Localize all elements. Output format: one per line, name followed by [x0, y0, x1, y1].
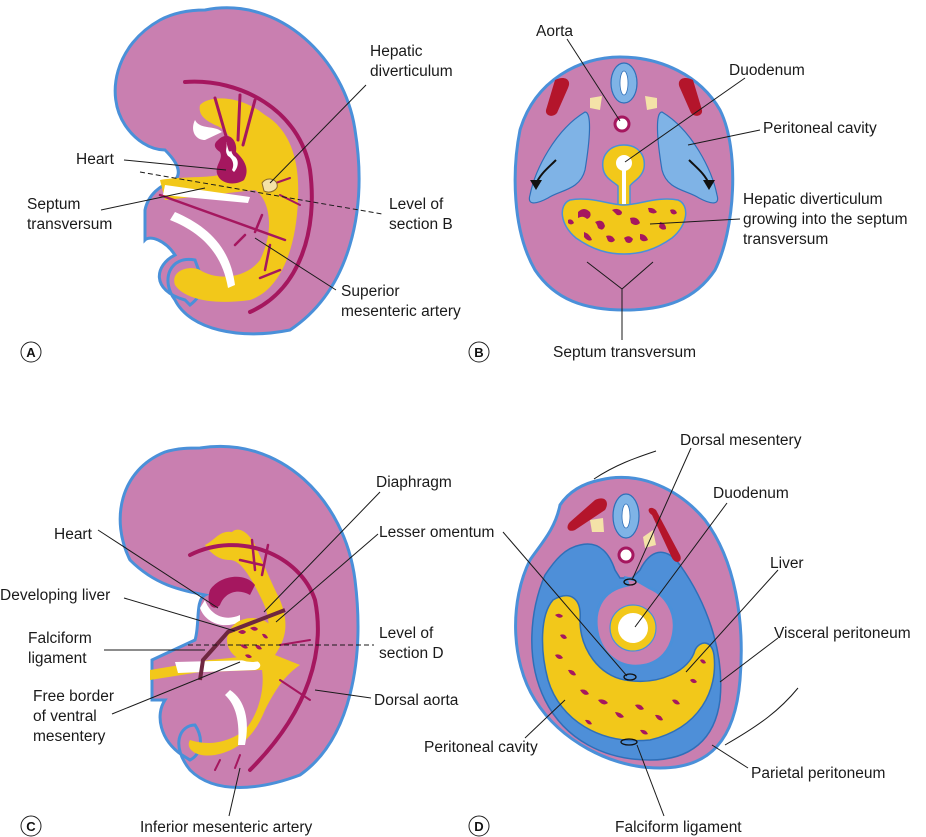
hepatic-diverticulum-shape: [261, 178, 278, 193]
leader-dorsal-aorta: [314, 689, 372, 699]
leader-inferior-mesenteric-artery: [228, 767, 241, 817]
label-heart-c: Heart: [54, 526, 93, 543]
leader-hepatic-diverticulum: [269, 84, 367, 184]
leader-developing-liver: [123, 597, 236, 632]
label-peritoneal-cavity-d: Peritoneal cavity: [424, 739, 538, 756]
label-inferior-mesenteric-artery: Inferior mesenteric artery: [140, 819, 313, 836]
peritoneal-cavity-b: [528, 111, 719, 204]
leader-duodenum-b: [624, 77, 746, 163]
label-visceral-peritoneum: Visceral peritoneum: [774, 625, 911, 642]
leader-heart-c: [97, 529, 219, 609]
svg-text:D: D: [474, 819, 483, 834]
label-liver-d: Liver: [770, 555, 804, 572]
panel-b: Aorta Duodenum Peritoneal cavity Hepatic…: [468, 23, 908, 363]
embryo-a-vessels: [158, 79, 314, 314]
label-duodenum-d: Duodenum: [713, 485, 789, 502]
leader-heart-a: [123, 159, 227, 171]
leader-duodenum-d: [634, 502, 728, 628]
leader-liver-d: [685, 569, 779, 673]
liver-d: [541, 595, 716, 742]
label-dorsal-aorta: Dorsal aorta: [374, 692, 459, 709]
svg-text:A: A: [26, 345, 36, 360]
duodenum-d: [609, 604, 657, 652]
panel-c: Diaphragm Heart Lesser omentum Developin…: [0, 444, 494, 837]
leader-falciform-ligament-d: [636, 744, 665, 817]
label-lesser-omentum: Lesser omentum: [379, 524, 494, 541]
neural-tube-b: [610, 62, 638, 104]
label-aorta: Aorta: [536, 23, 573, 40]
leader-aorta: [566, 38, 621, 122]
panel-letter-c: C: [20, 815, 42, 837]
embryo-c-gut: [150, 529, 300, 756]
leader-diaphragm: [263, 491, 381, 613]
somites-d: [567, 498, 681, 562]
leader-lesser-omentum-d: [502, 531, 628, 677]
svg-text:B: B: [474, 345, 483, 360]
embryo-a-gut: [160, 98, 299, 302]
leader-visceral-peritoneum: [719, 637, 779, 683]
leader-superior-mesenteric-artery: [254, 237, 337, 291]
somites-b: [545, 77, 703, 116]
label-septum-transversum-b: Septum transversum: [553, 344, 696, 361]
leader-peritoneal-cavity-d: [524, 699, 566, 739]
label-heart-a: Heart: [76, 151, 115, 168]
panel-letter-a: A: [20, 341, 42, 363]
panel-letter-b: B: [468, 341, 490, 363]
hepatic-cords-c: [238, 626, 268, 659]
leader-peritoneal-cavity-b: [687, 129, 761, 146]
label-peritoneal-cavity-b: Peritoneal cavity: [763, 120, 877, 137]
leader-free-border: [111, 661, 241, 715]
label-developing-liver: Developing liver: [0, 587, 110, 604]
aorta-b: [613, 115, 631, 133]
leader-lesser-omentum: [275, 533, 379, 623]
diaphragm-falciform-c: [198, 608, 286, 681]
leader-dorsal-mesentery-outer: [593, 450, 657, 480]
mesentery-rings-d: [620, 578, 638, 746]
svg-text:C: C: [26, 819, 36, 834]
leader-dorsal-mesentery: [631, 447, 692, 581]
panel-d: Dorsal mesentery Duodenum Liver Visceral…: [424, 432, 911, 837]
leader-parietal-peritoneum: [711, 744, 749, 769]
hepatic-cords-b: [568, 207, 677, 243]
label-dorsal-mesentery: Dorsal mesentery: [680, 432, 802, 449]
leader-septum-transversum-b: [586, 261, 654, 340]
label-falciform-ligament-d: Falciform ligament: [615, 819, 742, 836]
label-duodenum-b: Duodenum: [729, 62, 805, 79]
neural-tube-d: [612, 493, 640, 539]
liver-septum-b: [561, 198, 687, 255]
leader-parietal-peritoneum-outer: [724, 687, 799, 746]
embryo-c-vessels: [188, 538, 320, 772]
leader-hepatic-diverticulum-b: [649, 218, 741, 225]
leader-septum-transversum-a: [100, 187, 206, 211]
panel-letter-d: D: [468, 815, 490, 837]
aorta-d: [617, 546, 635, 564]
label-diaphragm: Diaphragm: [376, 474, 452, 491]
label-parietal-peritoneum: Parietal peritoneum: [751, 765, 885, 782]
embryo-c-heart: [200, 576, 255, 626]
hepatic-cords-d: [555, 613, 706, 735]
section-b-level-line: [139, 171, 383, 215]
